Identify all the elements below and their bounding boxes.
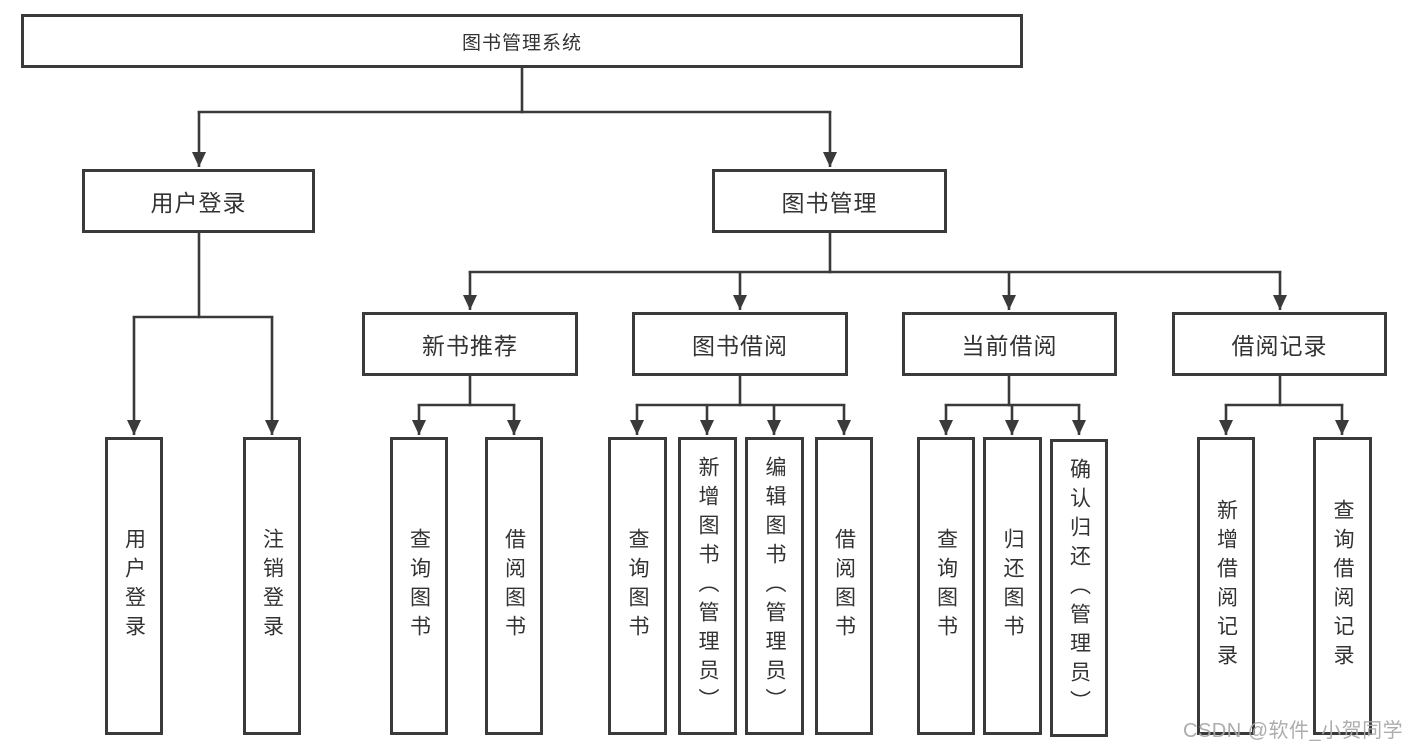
leaf-query-books-borrowing: 查询图书 — [608, 437, 667, 735]
node-label: 查询图书 — [626, 528, 649, 644]
leaf-query-books-current: 查询图书 — [917, 437, 975, 735]
leaf-confirm-return-admin: 确认归还（管理员） — [1050, 439, 1108, 737]
leaf-borrow-books-borrowing: 借阅图书 — [815, 437, 873, 735]
node-new-book-recommend: 新书推荐 — [362, 312, 578, 376]
node-book-borrowing: 图书借阅 — [632, 312, 848, 376]
leaf-edit-books-admin: 编辑图书（管理员） — [745, 437, 804, 735]
node-label: 新增借阅记录 — [1214, 499, 1238, 673]
node-borrow-records: 借阅记录 — [1172, 312, 1387, 376]
leaf-return-books: 归还图书 — [983, 437, 1042, 735]
node-label: 借阅图书 — [832, 528, 856, 644]
node-label: 归还图书 — [1001, 528, 1024, 644]
leaf-query-borrow-record: 查询借阅记录 — [1313, 437, 1372, 735]
node-label: 借阅图书 — [502, 528, 526, 644]
node-label: 图书借阅 — [692, 333, 788, 359]
node-user-login: 用户登录 — [82, 169, 315, 233]
node-current-borrowing: 当前借阅 — [902, 312, 1117, 376]
node-book-management: 图书管理 — [712, 169, 947, 233]
node-label: 图书管理系统 — [461, 32, 582, 54]
leaf-query-books-recommend: 查询图书 — [390, 437, 448, 735]
node-label: 查询图书 — [934, 528, 958, 644]
node-label: 新书推荐 — [422, 333, 518, 359]
node-label: 当前借阅 — [961, 333, 1058, 359]
connector-user-login-to-leaves — [127, 231, 279, 435]
watermark: CSDN @软件_小贺同学 — [1183, 720, 1404, 742]
leaf-logout: 注销登录 — [243, 437, 301, 735]
node-root: 图书管理系统 — [21, 14, 1023, 68]
connector-root-to-level2 — [192, 66, 837, 167]
node-label: 图书管理 — [781, 190, 878, 216]
leaf-add-borrow-record: 新增借阅记录 — [1197, 437, 1255, 735]
node-label: 借阅记录 — [1231, 333, 1328, 359]
connector-new-book-recommend-to-leaves — [412, 374, 521, 435]
connector-book-management-to-level3 — [463, 231, 1287, 310]
leaf-user-login: 用户登录 — [105, 437, 163, 735]
connector-borrow-records-to-leaves — [1219, 374, 1349, 435]
node-label: 新增图书（管理员） — [696, 455, 719, 717]
node-label: 用户登录 — [150, 190, 247, 216]
node-label: 用户登录 — [122, 528, 146, 644]
leaf-add-books-admin: 新增图书（管理员） — [678, 437, 737, 735]
node-label: 查询图书 — [407, 528, 431, 644]
node-label: 注销登录 — [260, 528, 284, 644]
node-label: 查询借阅记录 — [1331, 499, 1354, 673]
node-label: 编辑图书（管理员） — [763, 455, 786, 717]
connector-current-borrowing-to-leaves — [939, 374, 1086, 435]
connector-book-borrowing-to-leaves — [630, 374, 851, 435]
node-label: 确认归还（管理员） — [1067, 457, 1091, 719]
leaf-borrow-books-recommend: 借阅图书 — [485, 437, 543, 735]
